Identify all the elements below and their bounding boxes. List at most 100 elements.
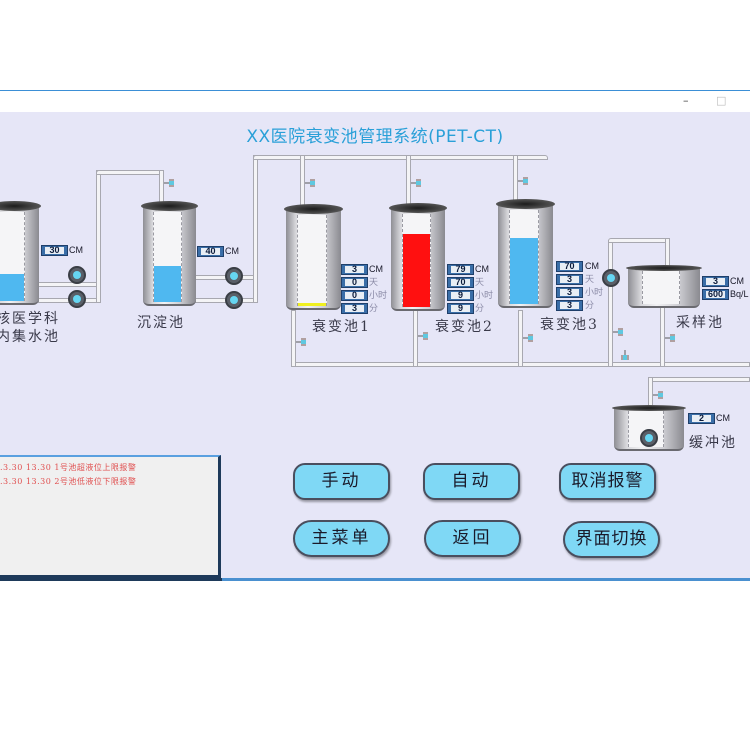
collection-tank-level — [0, 212, 25, 301]
collection-level-unit: CM — [69, 245, 83, 255]
buffer-level-unit: CM — [716, 413, 730, 423]
buffer-tank-label: 缓冲池 — [689, 435, 737, 451]
main-menu-button[interactable]: 主菜单 — [293, 520, 390, 557]
decay-tank-2-fill — [403, 233, 430, 307]
decay1-hours-unit: 小时 — [369, 290, 388, 300]
pipe — [253, 155, 548, 160]
decay3-hours-unit: 小时 — [585, 287, 604, 297]
pipe — [648, 377, 750, 382]
collection-tank-label-2: 内集水池 — [0, 329, 60, 345]
sampling-activity-unit: Bq/L — [730, 289, 749, 299]
auto-button[interactable]: 自动 — [423, 463, 520, 500]
decay3-level-unit: CM — [585, 261, 599, 271]
decay2-hours-unit: 小时 — [475, 290, 494, 300]
decay-tank-1[interactable] — [284, 204, 343, 310]
sampling-level-display: 3 — [702, 276, 729, 287]
sedimentation-tank[interactable] — [141, 201, 198, 306]
pump-icon[interactable] — [225, 291, 243, 309]
decay1-days-unit: 天 — [369, 277, 379, 287]
pipe — [253, 155, 258, 303]
decay-tank-3-label: 衰变池3 — [540, 317, 599, 333]
decay2-minutes-unit: 分 — [475, 303, 485, 313]
buffer-level-display: 2 — [688, 413, 715, 424]
manual-button[interactable]: 手动 — [293, 463, 390, 500]
decay-tank-2-level — [402, 214, 431, 307]
valve-icon[interactable] — [523, 333, 533, 343]
minimize-button[interactable]: – — [683, 94, 689, 107]
pipe — [291, 310, 296, 367]
decay1-days-display: 0 — [341, 277, 368, 288]
valve-icon[interactable] — [620, 350, 630, 360]
pump-icon[interactable] — [602, 269, 620, 287]
decay2-level-unit: CM — [475, 264, 489, 274]
sedimentation-tank-level — [153, 212, 182, 302]
sampling-tank-label: 采样池 — [676, 315, 724, 331]
decay-tank-1-level — [297, 215, 327, 306]
alarm-entry: .3.30 13.30 1号池超液位上限报警 — [0, 463, 137, 472]
alarm-log-panel[interactable]: .3.30 13.30 1号池超液位上限报警 .3.30 13.30 2号池低液… — [0, 455, 221, 578]
decay3-days-unit: 天 — [585, 274, 595, 284]
pipe — [96, 170, 101, 303]
decay2-hours-display: 9 — [447, 290, 474, 301]
pipe — [38, 282, 100, 287]
decay1-hours-display: 0 — [341, 290, 368, 301]
decay2-minutes-display: 9 — [447, 303, 474, 314]
pump-icon[interactable] — [225, 267, 243, 285]
decay-tank-1-label: 衰变池1 — [312, 319, 371, 335]
valve-icon[interactable] — [305, 178, 315, 188]
cancel-alarm-button[interactable]: 取消报警 — [559, 463, 656, 500]
sedimentation-level-unit: CM — [225, 246, 239, 256]
pipe — [96, 170, 164, 175]
decay-tank-1-fill — [298, 303, 326, 306]
sampling-level-unit: CM — [730, 276, 744, 286]
window-top-border — [0, 90, 750, 91]
decay-tank-3-level — [509, 210, 539, 304]
decay2-level-display: 79 — [447, 264, 474, 275]
valve-icon[interactable] — [653, 390, 663, 400]
collection-tank[interactable] — [0, 201, 41, 305]
valve-icon[interactable] — [296, 337, 306, 347]
pump-icon[interactable] — [640, 429, 658, 447]
pump-icon[interactable] — [68, 266, 86, 284]
decay2-days-unit: 天 — [475, 277, 485, 287]
switch-view-button[interactable]: 界面切换 — [563, 521, 660, 558]
decay1-minutes-unit: 分 — [369, 303, 379, 313]
decay1-level-display: 3 — [341, 264, 368, 275]
collection-level-display: 30 — [41, 245, 68, 256]
back-button[interactable]: 返回 — [424, 520, 521, 557]
decay3-minutes-unit: 分 — [585, 300, 595, 310]
pump-icon[interactable] — [68, 290, 86, 308]
decay2-days-display: 70 — [447, 277, 474, 288]
sedimentation-level-display: 40 — [197, 246, 224, 257]
valve-icon[interactable] — [665, 333, 675, 343]
maximize-button[interactable]: □ — [716, 94, 727, 107]
decay-tank-3-fill — [510, 238, 538, 304]
decay3-hours-display: 3 — [556, 287, 583, 298]
collection-tank-label-1: 核医学科 — [0, 311, 60, 327]
valve-icon[interactable] — [613, 327, 623, 337]
decay3-minutes-display: 3 — [556, 300, 583, 311]
decay-tank-2[interactable] — [389, 203, 447, 311]
collection-tank-fill — [0, 274, 24, 301]
sedimentation-tank-fill — [154, 266, 181, 302]
valve-icon[interactable] — [518, 176, 528, 186]
window-titlebar: – □ — [0, 91, 750, 112]
sampling-tank[interactable] — [626, 265, 702, 308]
sedimentation-tank-label: 沉淀池 — [137, 315, 185, 331]
pipe — [608, 240, 613, 367]
decay3-level-display: 70 — [556, 261, 583, 272]
valve-icon[interactable] — [164, 178, 174, 188]
window-bottom-border — [0, 578, 750, 581]
decay1-level-unit: CM — [369, 264, 383, 274]
sampling-tank-level — [642, 271, 680, 304]
pipe — [608, 238, 670, 243]
app-title: XX医院衰变池管理系统(PET-CT) — [246, 127, 504, 147]
valve-icon[interactable] — [411, 178, 421, 188]
valve-icon[interactable] — [418, 331, 428, 341]
alarm-entry: .3.30 13.30 2号池低液位下限报警 — [0, 477, 137, 486]
pipe — [518, 310, 523, 367]
decay-tank-3[interactable] — [496, 199, 555, 308]
decay-tank-2-label: 衰变池2 — [435, 319, 494, 335]
decay3-days-display: 3 — [556, 274, 583, 285]
sampling-activity-display: 600 — [702, 289, 729, 300]
